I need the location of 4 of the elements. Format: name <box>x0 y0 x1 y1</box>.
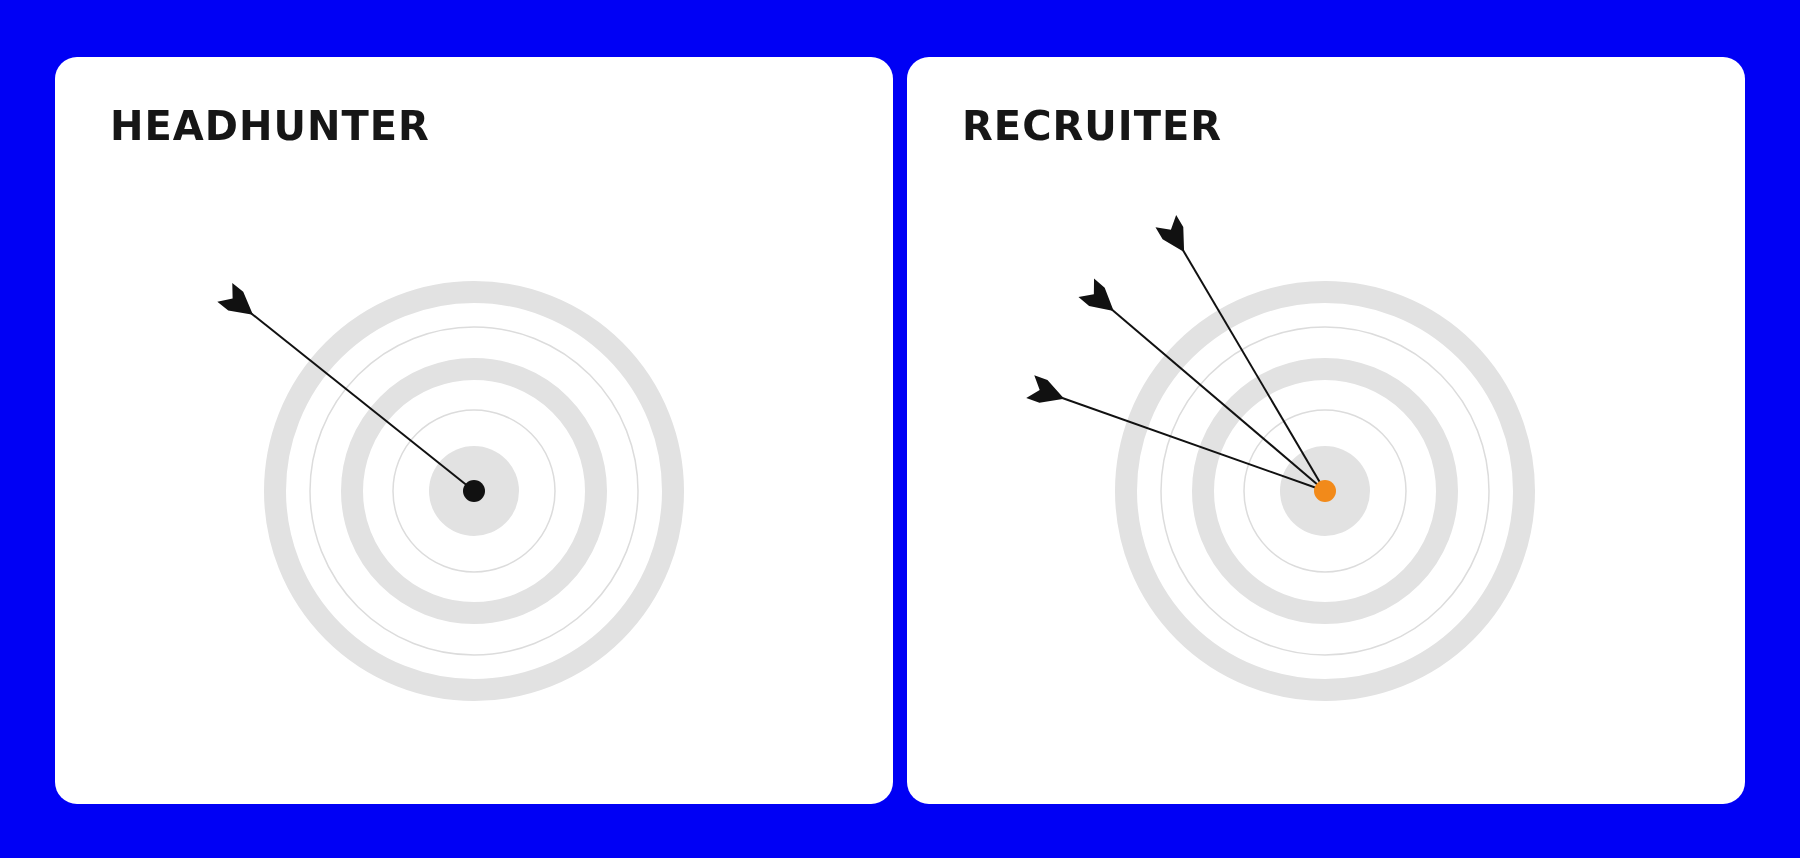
panel-title: RECRUITER <box>962 103 1223 149</box>
panel-title: HEADHUNTER <box>110 103 430 149</box>
card-panel <box>907 57 1745 804</box>
card-panel <box>55 57 893 804</box>
